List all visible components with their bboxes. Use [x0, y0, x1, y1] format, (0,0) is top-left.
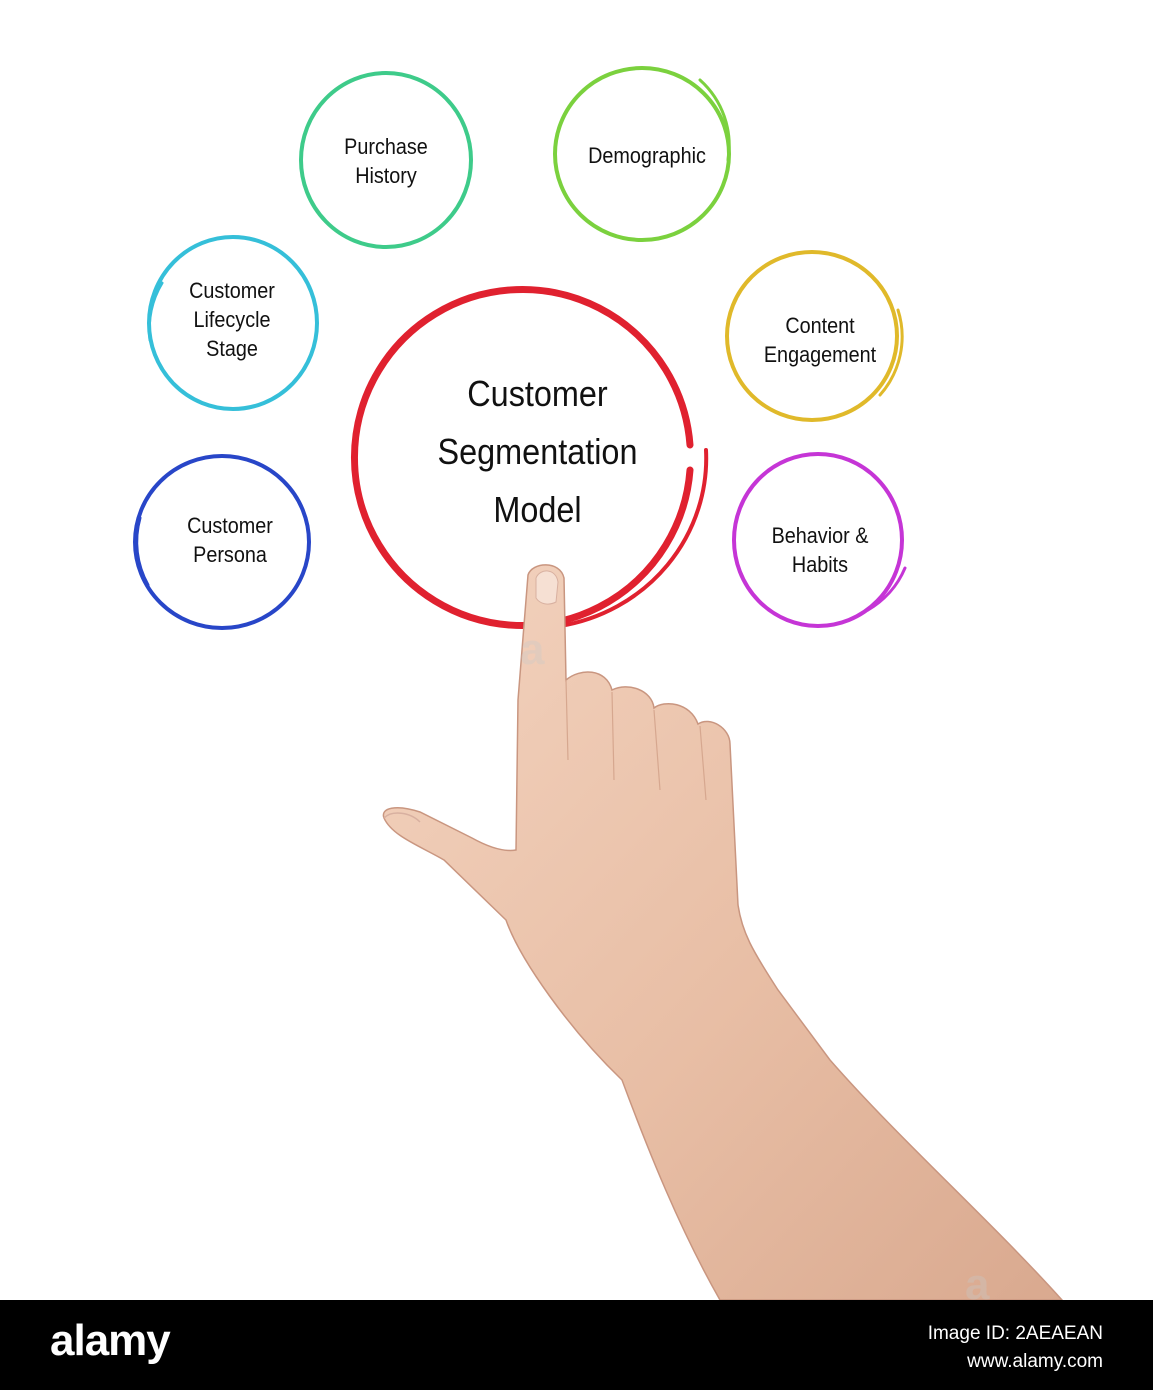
site-url-text: www.alamy.com	[967, 1351, 1103, 1372]
content-engagement-ring	[725, 250, 899, 422]
alamy-logo: alamy	[50, 1316, 171, 1365]
diagram-canvas: Purchase History Demographic Customer Li…	[133, 66, 1064, 1309]
image-info: Image ID: 2AEAEAN www.alamy.com	[928, 1320, 1103, 1376]
customer-persona-ring-overstroke	[135, 516, 150, 587]
purchase-history-circle	[299, 71, 473, 249]
purchase-history-label: Purchase History	[344, 134, 428, 188]
pointing-hand-image	[382, 564, 1064, 1300]
customer-persona-circle	[133, 454, 311, 630]
center-ring-overstroke	[558, 448, 709, 628]
content-engagement-ring-overstroke	[878, 308, 904, 397]
demographic-ring-overstroke	[698, 78, 731, 162]
image-id-text: Image ID: 2AEAEAN	[927, 1323, 1103, 1344]
behavior-habits-label: Behavior & Habits	[771, 523, 869, 577]
behavior-habits-ring	[732, 452, 904, 628]
behavior-habits-ring-overstroke	[866, 566, 907, 612]
customer-persona-ring	[133, 454, 311, 630]
customer-persona-label: Customer Persona	[187, 513, 273, 567]
center-ring	[350, 286, 694, 629]
hand-shape	[382, 564, 1064, 1300]
behavior-habits-circle	[732, 452, 907, 628]
diagram-circles	[133, 66, 907, 630]
customer-lifecycle-stage-label: Customer Lifecycle Stage	[189, 278, 275, 361]
content-engagement-circle	[725, 250, 904, 422]
stock-footer-bar: alamy Image ID: 2AEAEAN www.alamy.com	[0, 1300, 1153, 1390]
demographic-label: Demographic	[588, 143, 706, 168]
fingernail	[535, 570, 559, 605]
center-circle	[350, 286, 709, 629]
demographic-circle	[553, 66, 731, 242]
thumbnail	[383, 812, 421, 823]
customer-lifecycle-stage-circle	[147, 235, 319, 411]
faint-watermark: a	[520, 625, 545, 674]
content-engagement-label: Content Engagement	[763, 313, 877, 367]
finger-creases	[565, 679, 707, 801]
purchase-history-ring	[299, 71, 473, 249]
center-label: Customer Segmentation Model	[437, 373, 638, 530]
customer-lifecycle-stage-ring-overstroke	[147, 281, 164, 342]
